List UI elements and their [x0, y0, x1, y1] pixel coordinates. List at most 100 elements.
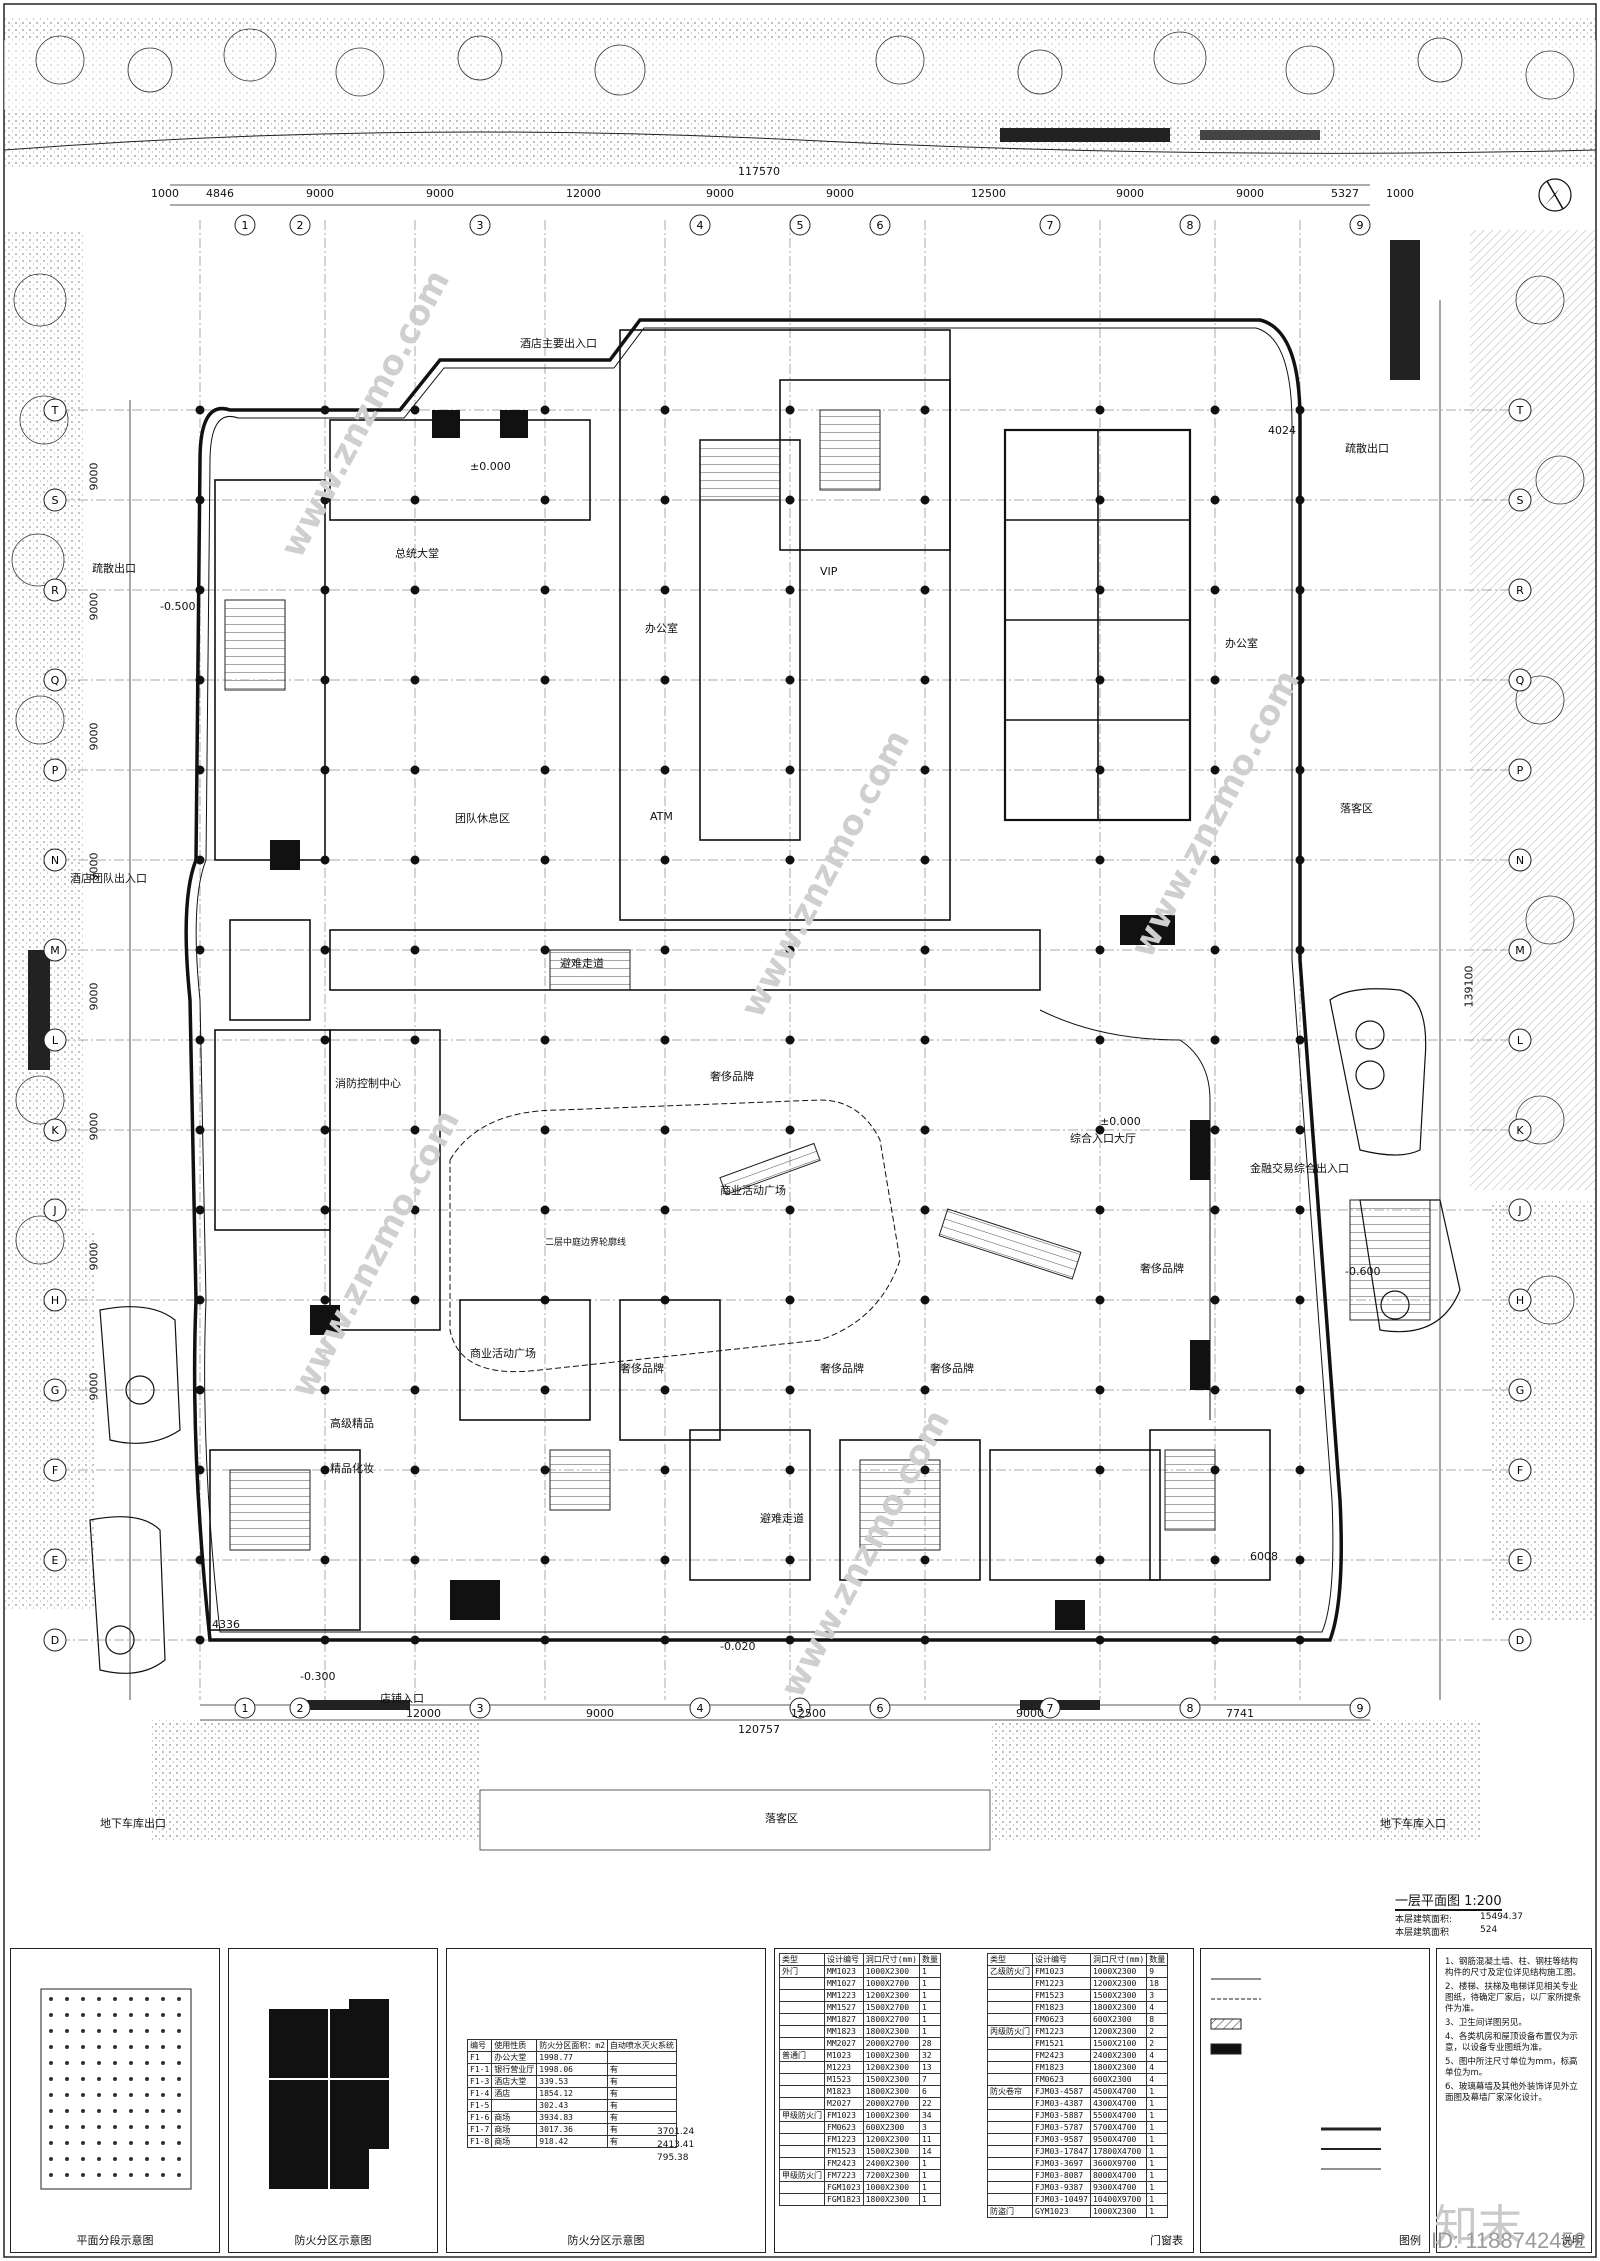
column: [1095, 1465, 1105, 1475]
table-cell: 1200X2300: [1089, 1977, 1148, 1990]
column: [660, 1035, 670, 1045]
table-cell: 1800X2300: [862, 2193, 920, 2206]
column: [785, 1555, 795, 1565]
table-cell: [779, 2073, 825, 2086]
svg-text:K: K: [51, 1124, 59, 1137]
column: [320, 675, 330, 685]
column: [785, 1205, 795, 1215]
column: [540, 585, 550, 595]
column: [540, 1125, 550, 1135]
interior-walls: [209, 329, 1271, 1631]
grid-bubble-J: J: [1508, 1198, 1532, 1222]
svg-text:M: M: [50, 944, 60, 957]
table-cell: 1: [918, 1965, 941, 1978]
column: [660, 675, 670, 685]
table-cell: 1: [1146, 2109, 1169, 2122]
column: [1295, 1295, 1305, 1305]
table-header-cell: 编号: [466, 2039, 493, 2052]
dimension-value: 4846: [206, 187, 234, 200]
table-cell: [987, 2001, 1033, 2014]
column: [320, 1125, 330, 1135]
partition-title: 平面分段示意图: [76, 2234, 154, 2247]
table-cell: FM1823: [1032, 2001, 1091, 2014]
room-luxury-2: 奢侈品牌: [820, 1362, 864, 1375]
drawing-title: 一层平面图 1:200: [1395, 1890, 1502, 1911]
column: [785, 1125, 795, 1135]
dimension-value: 7741: [1226, 1707, 1254, 1720]
column: [920, 945, 930, 955]
svg-text:E: E: [52, 1554, 59, 1567]
table-cell: MM1823: [824, 2025, 864, 2038]
table-cell: 1: [918, 2025, 941, 2038]
svg-text:J: J: [52, 1204, 56, 1217]
svg-text:Q: Q: [51, 674, 60, 687]
grid-bubble-H: H: [1508, 1288, 1532, 1312]
column: [320, 1205, 330, 1215]
svg-text:H: H: [1516, 1294, 1524, 1307]
table-cell: 酒店: [491, 2087, 538, 2100]
column: [660, 1555, 670, 1565]
table-cell: F1-3: [466, 2075, 493, 2088]
svg-text:L: L: [52, 1034, 59, 1047]
table-cell: F1-4: [466, 2087, 493, 2100]
column: [410, 1555, 420, 1565]
dimension-value: 9000: [706, 187, 734, 200]
table-cell: 1854.12: [536, 2087, 608, 2100]
column: [195, 495, 205, 505]
table-cell: [779, 2013, 825, 2026]
table-cell: [987, 2121, 1033, 2134]
table-cell: MM1027: [824, 1977, 864, 1990]
grid-bubble-col-2: 2: [289, 1697, 311, 1719]
column: [410, 1385, 420, 1395]
column: [410, 495, 420, 505]
top-landscape: [3, 18, 1597, 168]
table-header-cell: 使用性质: [491, 2039, 538, 2052]
dimension-value: 9000: [426, 187, 454, 200]
room-hotel-entrance: 酒店主要出入口: [520, 337, 597, 350]
column: [1095, 1385, 1105, 1395]
room-office-2: 办公室: [1225, 637, 1258, 650]
room-luxury-3: 奢侈品牌: [930, 1362, 974, 1375]
table-cell: F1-7: [466, 2123, 493, 2136]
grid-bubble-col-8: 8: [1179, 214, 1201, 236]
notes-list: 1、钢筋混凝土墙、柱、钢柱等结构构件的尺寸及定位详见结构施工图。2、楼梯、扶梯及…: [1445, 1957, 1583, 2104]
grid-bubble-S: S: [43, 488, 67, 512]
table-cell: FM1523: [824, 2145, 864, 2158]
room-drop-off: 落客区: [765, 1812, 798, 1825]
table-header-cell: 自动喷水灭火系统: [606, 2039, 677, 2052]
column: [195, 1035, 205, 1045]
table-header-cell: 防火分区面积：m2: [536, 2039, 608, 2052]
column: [1095, 855, 1105, 865]
table-header-cell: 设计编号: [824, 1953, 864, 1966]
column: [920, 1295, 930, 1305]
room-exit-2: 疏散出口: [92, 562, 136, 575]
table-cell: FJM03-8087: [1032, 2169, 1091, 2182]
table-cell: 乙级防火门: [987, 1965, 1033, 1978]
column: [410, 675, 420, 685]
table-cell: 302.43: [536, 2099, 608, 2112]
table-cell: [987, 2193, 1033, 2206]
elevation-1: ±0.000: [470, 460, 511, 473]
grid-bubble-D: D: [1508, 1628, 1532, 1652]
table-cell: 6: [918, 2085, 941, 2098]
svg-text:4: 4: [697, 1702, 704, 1715]
table-cell: [987, 2097, 1033, 2110]
grid-bubble-S: S: [1508, 488, 1532, 512]
table-cell: 1000X2300: [862, 2109, 920, 2122]
table-cell: FM1223: [824, 2133, 864, 2146]
table-cell: 3: [1146, 1989, 1169, 2002]
column: [1210, 1125, 1220, 1135]
column: [320, 945, 330, 955]
room-finance-entrance: 金融交易综合出入口: [1250, 1162, 1349, 1175]
column: [195, 585, 205, 595]
